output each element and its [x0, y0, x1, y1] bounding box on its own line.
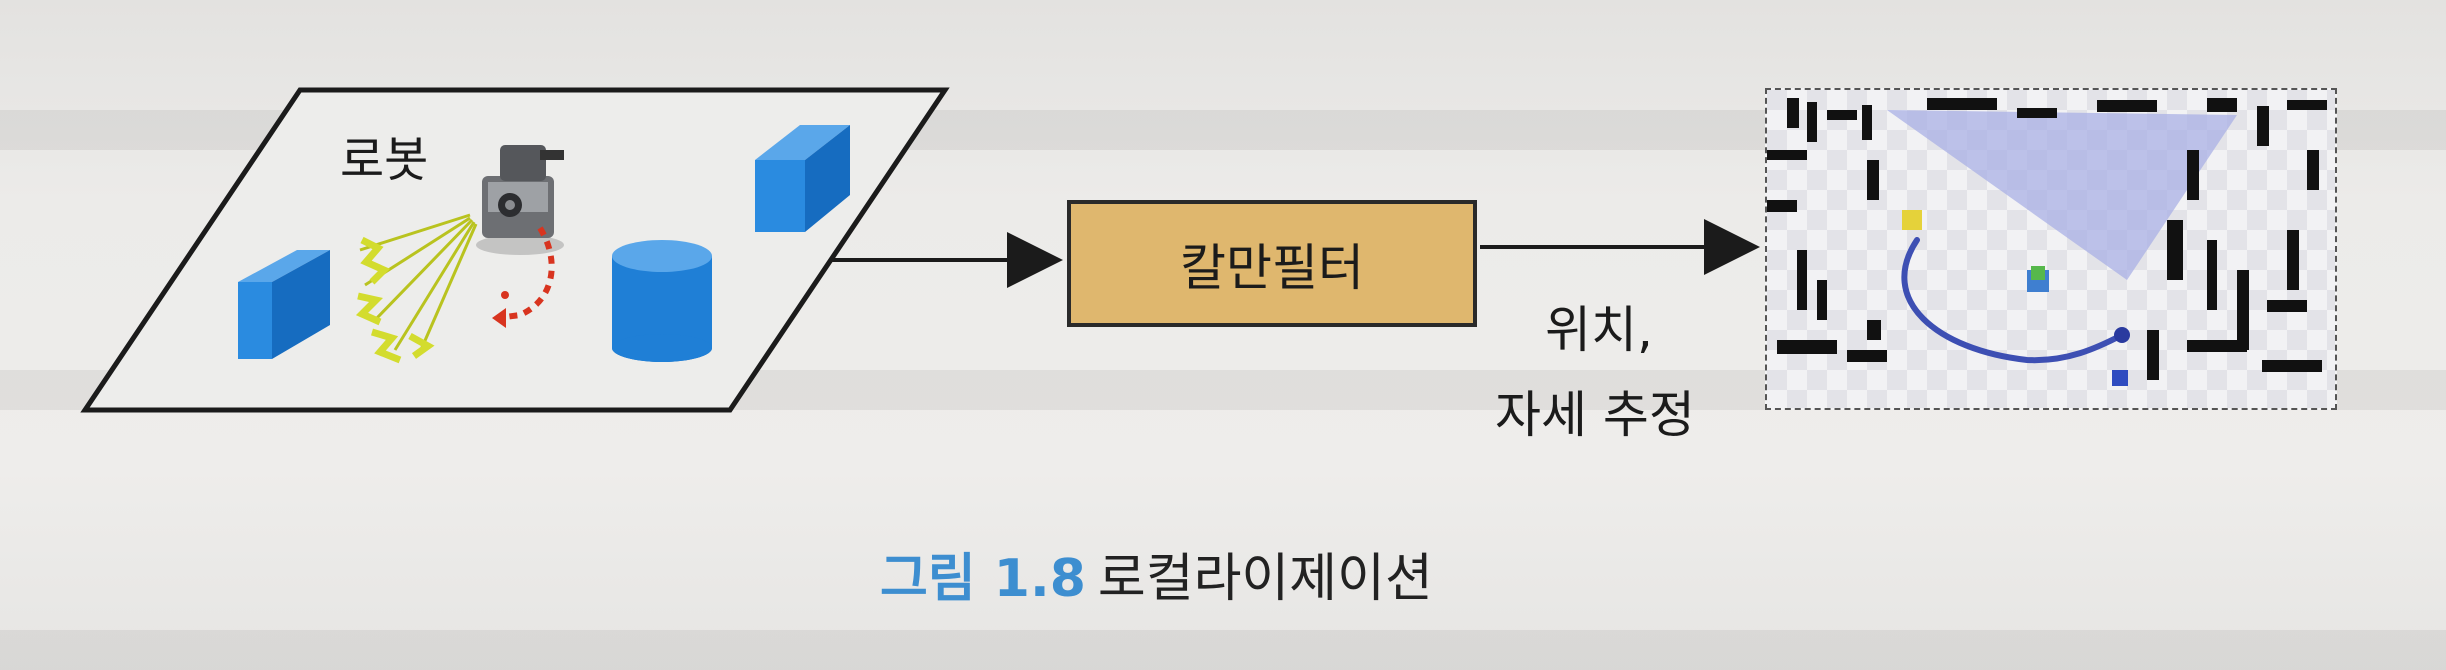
output-label-line1: 위치, [1545, 301, 1653, 359]
cylinder-obstacle-icon [612, 240, 712, 362]
kalman-filter-label: 칼만필터 [1180, 238, 1364, 297]
figure-title: 로컬라이제이션 [1097, 549, 1433, 609]
robot-label: 로봇 [340, 132, 429, 188]
figure-number: 그림 1.8 [880, 549, 1086, 609]
box-obstacle-icon [238, 250, 330, 359]
map-image [1765, 88, 2337, 410]
map-render [1767, 90, 2335, 408]
output-label-line2: 자세 추정 [1495, 386, 1695, 444]
robot-icon [476, 145, 564, 255]
box-obstacle-icon [755, 125, 850, 232]
kalman-filter-box: 칼만필터 [1067, 200, 1477, 327]
sensor-beam-icon [355, 213, 478, 364]
